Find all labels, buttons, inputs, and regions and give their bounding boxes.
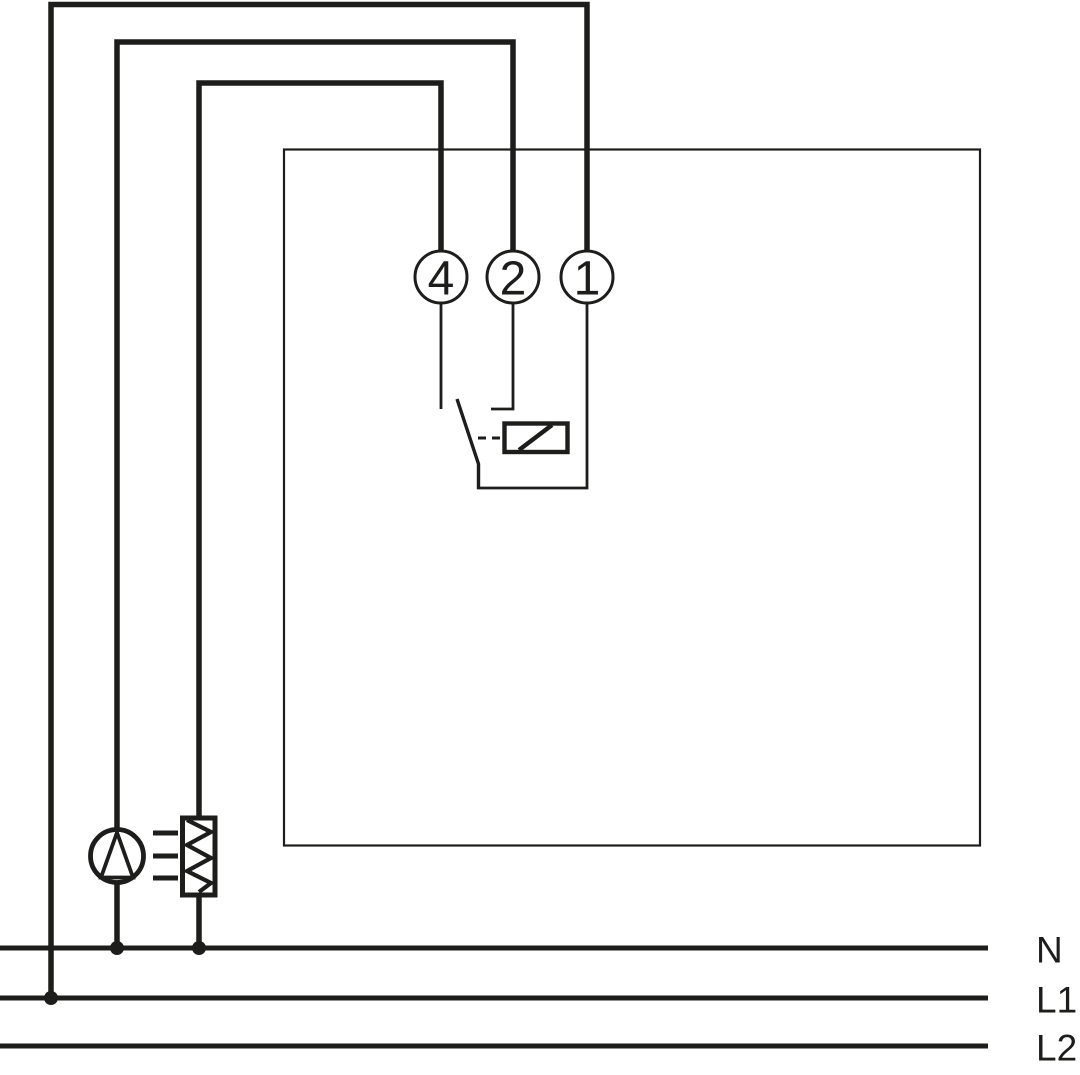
top-wiring (48, 1, 590, 998)
wire-pump-to-terminal2 (114, 39, 516, 830)
device-outline (282, 148, 982, 847)
switch-blade (455, 398, 481, 489)
thermal-element-diagonal (517, 423, 554, 452)
label-n: N (1036, 930, 1063, 971)
power-lines: N L1 L2 (0, 930, 1077, 1069)
terminal-1: 1 (559, 249, 615, 306)
lead-common-to-terminal1 (477, 303, 589, 490)
wire-heater-to-terminal4 (196, 80, 444, 819)
label-l2: L2 (1036, 1028, 1077, 1069)
terminal-1-label: 1 (574, 253, 601, 306)
label-l1: L1 (1036, 980, 1077, 1021)
pump-triangle (98, 826, 136, 880)
device-box (282, 148, 982, 847)
heater-symbol (153, 815, 218, 898)
junction-dot-l1 (44, 991, 58, 1005)
junction-dot-heater-n (192, 941, 206, 955)
heater-zigzag (182, 818, 216, 894)
terminal-4: 4 (413, 249, 469, 306)
terminals: 4 2 1 (413, 249, 615, 306)
terminal-4-label: 4 (428, 253, 455, 306)
junction-dot-pump-n (110, 941, 124, 955)
wire-l1-to-terminal1 (48, 1, 590, 998)
pump-symbol (88, 826, 146, 885)
thermal-element-body (502, 421, 570, 455)
terminal-2: 2 (485, 249, 541, 306)
switch-assembly (439, 303, 589, 490)
terminal-2-label: 2 (500, 253, 527, 306)
lead-terminal2-fixed-contact (491, 303, 515, 411)
